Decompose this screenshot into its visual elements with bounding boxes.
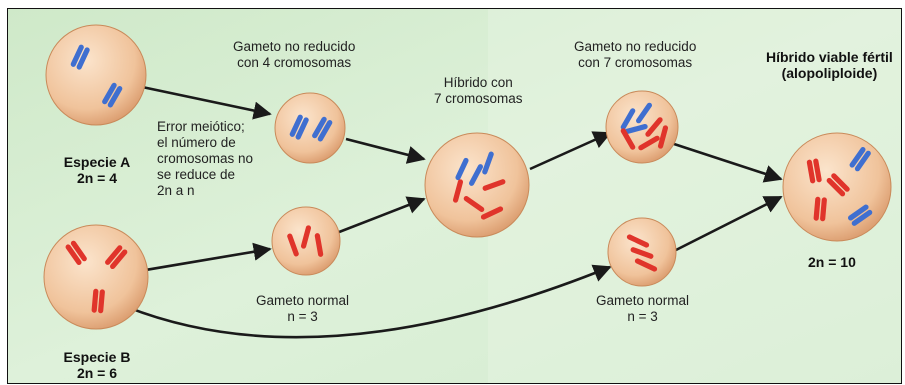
label-line: el número de xyxy=(157,135,236,150)
label-error-note: Error meiótico; el número de cromosomas … xyxy=(157,119,253,199)
label-line: Gameto no reducido xyxy=(574,39,697,54)
label-line: Error meiótico; xyxy=(157,119,245,134)
cell-viable-hybrid xyxy=(782,132,892,242)
arrow-gamete-normal-to-hybrid7 xyxy=(333,196,426,236)
cell-gamete-normal-2 xyxy=(607,217,677,287)
label-line: 2n = 4 xyxy=(76,170,118,186)
label-species-a: Especie A 2n = 4 xyxy=(58,154,136,186)
arrow-speciesB-to-gamete-normal2 xyxy=(107,264,612,339)
label-line: Gameto no reducido xyxy=(233,39,356,54)
label-line: n = 3 xyxy=(627,309,658,324)
diagram-canvas xyxy=(8,9,901,383)
label-line: con 7 cromosomas xyxy=(578,55,693,70)
arrow-hybrid7-to-gamete7 xyxy=(529,131,612,171)
cell-gamete-unreduced-4 xyxy=(274,92,346,164)
label-viable-hybrid: Híbrido viable fértil (alopoliploide) xyxy=(766,49,893,81)
label-gamete-normal-1: Gameto normal n = 3 xyxy=(256,293,349,325)
label-line: Gameto normal xyxy=(596,293,690,308)
arrow-gamete7-to-viable xyxy=(670,141,783,183)
label-line: 2n = 10 xyxy=(808,254,856,270)
label-species-b: Especie B 2n = 6 xyxy=(56,349,138,381)
label-line: n = 3 xyxy=(287,309,318,324)
cell-species-b xyxy=(43,224,149,330)
diagram-frame: Gameto no reducido con 4 cromosomas Erro… xyxy=(7,8,902,384)
label-line: Gameto normal xyxy=(256,293,350,308)
label-line: 2n a n xyxy=(157,183,195,198)
label-line: Híbrido con xyxy=(443,75,513,90)
label-gamete-unreduced-7: Gameto no reducido con 7 cromosomas xyxy=(574,39,696,71)
label-line: Especie B xyxy=(63,349,131,365)
cell-gamete-unreduced-7 xyxy=(605,90,679,164)
label-hybrid-7: Híbrido con 7 cromosomas xyxy=(434,75,523,107)
label-line: Híbrido viable fértil xyxy=(766,49,893,65)
arrow-gamete4-to-hybrid7 xyxy=(345,137,426,164)
label-line: (alopoliploide) xyxy=(781,65,878,81)
arrow-gamete-normal2-to-viable xyxy=(671,195,783,254)
cell-gamete-normal-1 xyxy=(271,206,341,276)
label-gamete-unreduced-4: Gameto no reducido con 4 cromosomas xyxy=(233,39,355,71)
label-line: con 4 cromosomas xyxy=(237,55,352,70)
label-viable-hybrid-ploidy: 2n = 10 xyxy=(808,254,856,270)
label-line: 2n = 6 xyxy=(76,365,118,381)
label-line: se reduce de xyxy=(157,167,236,182)
cell-species-a xyxy=(45,24,147,126)
label-line: Especie A xyxy=(63,154,131,170)
label-line: 7 cromosomas xyxy=(434,91,523,106)
label-gamete-normal-2: Gameto normal n = 3 xyxy=(596,293,689,325)
label-line: cromosomas no xyxy=(157,151,254,166)
cell-hybrid-7 xyxy=(424,132,530,238)
